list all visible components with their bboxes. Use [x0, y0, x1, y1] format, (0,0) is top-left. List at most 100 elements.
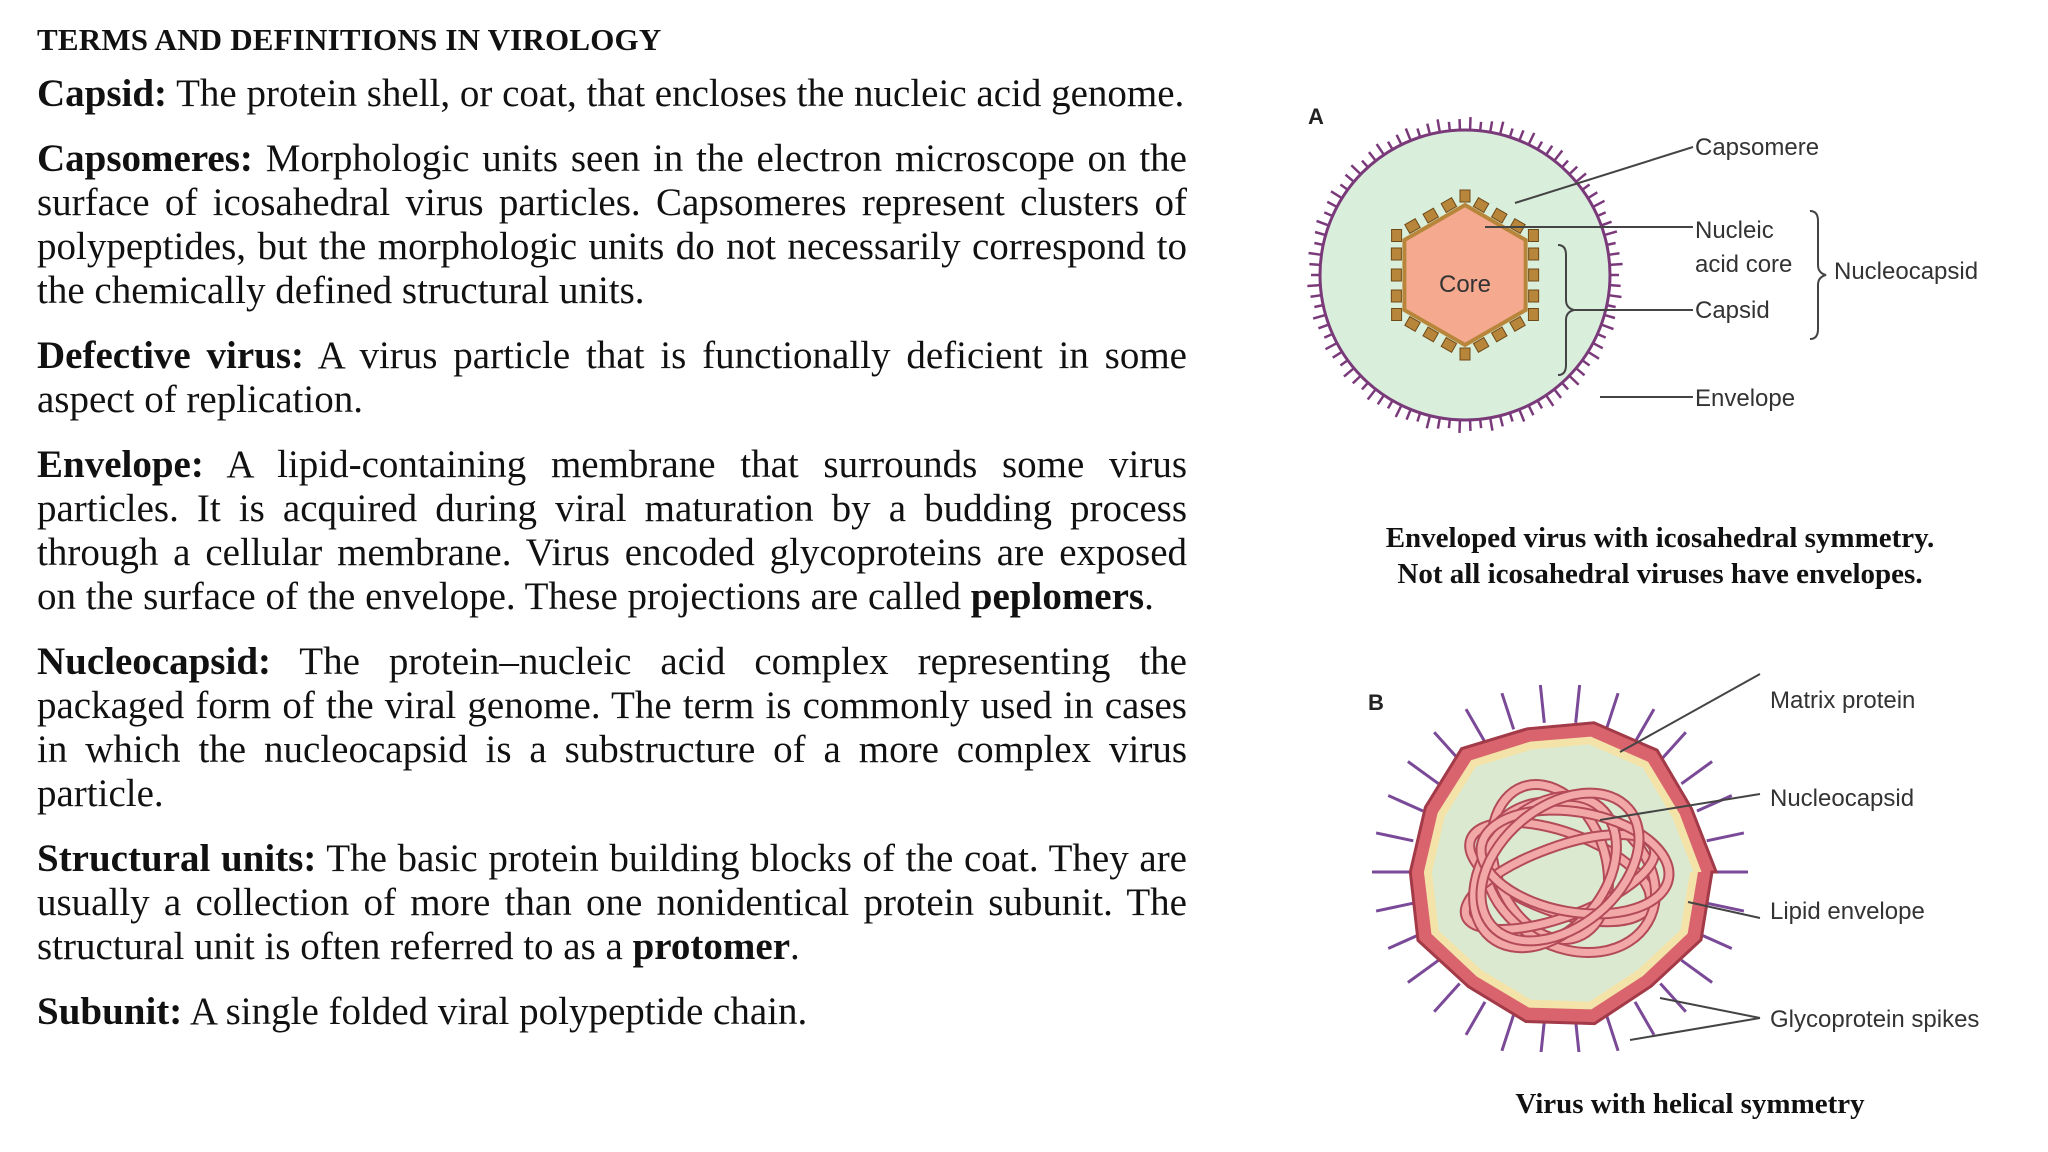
- enveloped-virus-diagram: A Core Capsomere Nucleic acid core Capsi…: [1300, 95, 2020, 475]
- glycoprotein-spike: [1680, 958, 1713, 984]
- spikes-leader-1: [1659, 997, 1761, 1019]
- glycoprotein-spike: [1659, 982, 1687, 1013]
- glycoprotein-spike: [1574, 1021, 1582, 1060]
- lipid-label: Lipid envelope: [1770, 898, 1925, 925]
- capsomere: [1459, 189, 1471, 203]
- capsomere: [1459, 347, 1471, 361]
- nucleocapsid-loop: [1477, 806, 1673, 918]
- envelope-spike: [1309, 262, 1321, 267]
- term-definition: Structural units: The basic protein buil…: [37, 837, 1187, 969]
- glycoprotein-spike: [1604, 692, 1620, 730]
- envelope-spike: [1488, 417, 1494, 431]
- matrix-leader: [1619, 673, 1761, 753]
- term-text: The protein–nucleic acid complex represe…: [37, 640, 1187, 815]
- envelope-spike: [1314, 230, 1326, 237]
- envelope-spike: [1608, 252, 1620, 257]
- glycoprotein-spike: [1696, 794, 1733, 813]
- envelope-spike: [1609, 262, 1623, 267]
- capsomere: [1527, 229, 1539, 242]
- helical-virus-diagram: B Matrix protein Nucleocapsid Lipid enve…: [1360, 672, 2040, 1060]
- envelope-spike: [1332, 350, 1343, 359]
- term-definition: Envelope: A lipid-containing membrane th…: [37, 443, 1187, 619]
- glycoprotein-spike: [1538, 1021, 1546, 1060]
- envelope-spike: [1600, 323, 1614, 331]
- capsomere: [1509, 315, 1526, 332]
- glycoprotein-spike: [1407, 958, 1440, 984]
- capsomeres: [1390, 189, 1540, 361]
- envelope-spike: [1426, 123, 1432, 135]
- envelope-spike: [1436, 417, 1442, 429]
- envelope-spike: [1344, 173, 1355, 183]
- caption-a-line2: Not all icosahedral viruses have envelop…: [1397, 558, 1923, 590]
- nucleocapsid-loop: [1477, 789, 1643, 945]
- capsomere: [1490, 207, 1508, 224]
- envelope-spike: [1350, 164, 1362, 176]
- envelope-spike: [1317, 323, 1330, 330]
- envelope-spike: [1316, 219, 1330, 227]
- envelope-spike: [1478, 419, 1483, 429]
- glycoprotein-spike: [1464, 1001, 1487, 1036]
- capsomere: [1472, 336, 1490, 353]
- capsomere: [1390, 289, 1402, 303]
- glycoprotein-spike: [1604, 1014, 1620, 1052]
- envelope-spike: [1375, 143, 1385, 156]
- term-definition: Defective virus: A virus particle that i…: [37, 334, 1187, 422]
- envelope-spike: [1498, 121, 1505, 135]
- term-name: Capsid:: [37, 72, 168, 115]
- envelope-spike: [1553, 388, 1563, 399]
- envelope-spike: [1343, 367, 1355, 378]
- capsomere: [1440, 336, 1458, 353]
- capsomere: [1528, 289, 1540, 303]
- term-name: Capsomeres:: [37, 137, 253, 180]
- capsomere: [1527, 308, 1539, 321]
- capsomere: [1472, 197, 1490, 214]
- capsomere: [1404, 315, 1421, 332]
- envelope-spike: [1394, 404, 1403, 418]
- envelope-spike: [1308, 251, 1322, 257]
- nucleic-label-line2: acid core: [1695, 251, 1792, 278]
- term-text: The protein shell, or coat, that enclose…: [167, 72, 1185, 115]
- glycoprotein-spike: [1387, 794, 1424, 813]
- capsomere: [1422, 326, 1440, 343]
- nucleocapsid-brace: [1809, 210, 1827, 340]
- envelope-spike: [1575, 172, 1587, 183]
- envelope-spike: [1518, 408, 1526, 422]
- capsomere: [1490, 326, 1508, 343]
- envelope-spike: [1307, 283, 1321, 288]
- capsid-label: Capsid: [1695, 297, 1770, 324]
- panel-letter-b: B: [1368, 690, 1384, 715]
- term-name: Nucleocapsid:: [37, 640, 271, 683]
- helical-virus-svg: B Matrix protein Nucleocapsid Lipid enve…: [1368, 673, 1979, 1060]
- glycoprotein-spikes: [1372, 684, 1748, 1060]
- envelope-spike: [1527, 404, 1535, 416]
- envelope-spike: [1488, 121, 1494, 133]
- term-text: The basic protein building blocks of the…: [37, 837, 1187, 968]
- caption-enveloped-virus: Enveloped virus with icosahedral symmetr…: [1330, 520, 1990, 592]
- envelope-spike: [1376, 394, 1385, 406]
- caption-helical-virus: Virus with helical symmetry: [1515, 1088, 1865, 1120]
- glycoprotein-spike: [1407, 760, 1440, 786]
- lipid-leader: [1687, 901, 1761, 919]
- envelope-spike: [1604, 230, 1618, 237]
- capsomere: [1391, 229, 1403, 242]
- envelope-spike: [1425, 415, 1432, 429]
- nucleocapsid-coil: [1459, 779, 1675, 958]
- envelope-spike: [1498, 415, 1504, 427]
- spikes-leader-2: [1629, 1017, 1761, 1041]
- term-definition: Nucleocapsid: The protein–nucleic acid c…: [37, 640, 1187, 816]
- envelope-spike: [1592, 341, 1604, 350]
- capsomere: [1390, 268, 1402, 282]
- term-name: Envelope:: [37, 443, 204, 486]
- envelope-spike: [1604, 313, 1616, 320]
- envelope-spike: [1326, 200, 1338, 209]
- envelope-spike: [1527, 132, 1536, 146]
- envelope-spike: [1592, 199, 1606, 209]
- spikes-label: Glycoprotein spikes: [1770, 1006, 1979, 1033]
- core-label: Core: [1439, 271, 1491, 298]
- glycoprotein-spike: [1706, 901, 1745, 913]
- term-definition: Subunit: A single folded viral polypepti…: [37, 990, 1187, 1034]
- nucleocapsid-label: Nucleocapsid: [1834, 258, 1978, 285]
- capsomere: [1440, 197, 1458, 214]
- envelope-spike: [1608, 293, 1622, 299]
- term-name: Defective virus:: [37, 334, 305, 377]
